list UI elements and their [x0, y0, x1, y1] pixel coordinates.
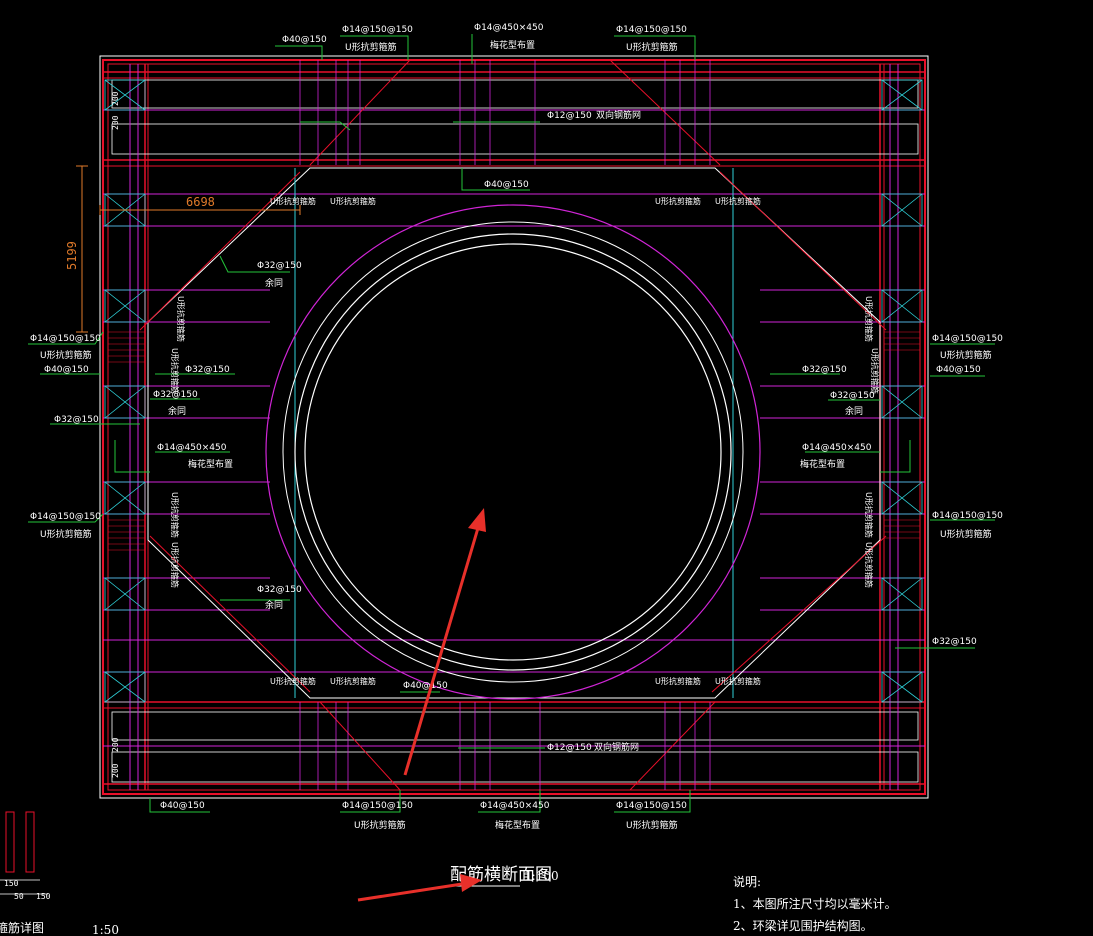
label-ushear-top-right: U形抗剪箍筋: [626, 41, 678, 53]
label-bar40-bottom-left: Φ40@150: [160, 801, 205, 811]
labels-bottom: U形抗剪箍筋 U形抗剪箍筋 Φ40@150 U形抗剪箍筋 U形抗剪箍筋 Φ12@…: [160, 676, 761, 831]
dim-6698: 6698: [186, 195, 215, 209]
notes-line1: 1、本图所注尺寸均以毫米计。: [733, 896, 897, 911]
label-bar40-top-left: Φ40@150: [282, 35, 327, 45]
label-ustirrup-left-v4: U形抗剪箍筋: [170, 542, 180, 588]
label-ushear-top-left: U形抗剪箍筋: [345, 41, 397, 53]
label-ustirrup-left-v1: U形抗剪箍筋: [176, 296, 186, 342]
leader-lines: [28, 34, 995, 813]
label-bar32-right-2: Φ32@150: [830, 391, 875, 401]
arrow-right-head: [460, 874, 482, 892]
label-bar40-right: Φ40@150: [936, 365, 981, 375]
label-bar14u-left-1: Φ14@150@150: [30, 334, 101, 344]
label-bar14plum-right: Φ14@450×450: [802, 443, 872, 453]
dim-200-top-1: 200: [111, 91, 120, 106]
labels-top: Φ40@150 Φ14@150@150 U形抗剪箍筋 Φ14@450×450 梅…: [270, 23, 761, 206]
dimension-text: 6698 5199 200 200 200 200: [65, 91, 215, 778]
label-same-left-2: 余同: [168, 405, 186, 417]
label-bar14plum-top: Φ14@450×450: [474, 23, 544, 33]
label-ustirrup-tr1: U形抗剪箍筋: [655, 196, 701, 206]
top-slab: [103, 71, 925, 167]
bottom-slab: [103, 701, 925, 785]
label-bar40-left: Φ40@150: [44, 365, 89, 375]
label-bar12-bottom: Φ12@150: [547, 743, 592, 753]
notes-line2: 2、环梁详见围护结构图。: [733, 918, 873, 933]
dim-5199: 5199: [65, 241, 79, 270]
label-bar14u-right-1: Φ14@150@150: [932, 334, 1003, 344]
side-bars: [129, 64, 899, 790]
label-ustirrup-right-v2: U形抗剪箍筋: [870, 348, 880, 394]
ring-beam: [265, 204, 761, 700]
labels-left: Φ32@150 余同 Φ14@150@150 U形抗剪箍筋 Φ40@150 Φ3…: [30, 261, 302, 611]
dim-200-bot-1: 200: [111, 737, 120, 752]
label-bar14u-left-2: Φ14@150@150: [30, 512, 101, 522]
label-ushear-bottom-right: U形抗剪箍筋: [626, 819, 678, 831]
dimension-lines: [76, 165, 301, 333]
label-ustirrup-right-v1: U形抗剪箍筋: [864, 296, 874, 342]
label-plum-top: 梅花型布置: [490, 39, 535, 51]
drawing-scale: 1:100: [524, 869, 559, 883]
notes-heading: 说明:: [733, 874, 761, 889]
label-ustirrup-right-v3: U形抗剪箍筋: [864, 492, 874, 538]
label-bar32-left-5: Φ32@150: [257, 585, 302, 595]
label-mesh-bottom: 双向钢筋网: [594, 741, 639, 753]
label-ushear-right-1: U形抗剪箍筋: [940, 349, 992, 361]
label-bar14u-right-2: Φ14@150@150: [932, 511, 1003, 521]
label-same-right: 余同: [845, 405, 863, 417]
detail-scale: 1:50: [92, 923, 119, 936]
label-ushear-bottom-left: U形抗剪箍筋: [354, 819, 406, 831]
label-ustirrup-tr2: U形抗剪箍筋: [715, 196, 761, 206]
label-same-left-1: 余同: [265, 277, 283, 289]
haunch-x-cells: [104, 79, 923, 703]
dim-150-left: 150: [4, 879, 19, 888]
label-plum-left: 梅花型布置: [188, 458, 233, 470]
label-bar14u-bottom-left: Φ14@150@150: [342, 801, 413, 811]
label-bar32-left-4: Φ32@150: [54, 415, 99, 425]
dim-150-right: 150: [36, 892, 51, 901]
label-bar40-top-mid: Φ40@150: [484, 180, 529, 190]
label-bar32-left-3: Φ32@150: [153, 390, 198, 400]
label-bar14u-bottom-right: Φ14@150@150: [616, 801, 687, 811]
label-same-left-3: 余同: [265, 599, 283, 611]
label-bar14u-top-left: Φ14@150@150: [342, 25, 413, 35]
side-stirrups: [108, 331, 920, 551]
label-ustirrup-left-v3: U形抗剪箍筋: [170, 492, 180, 538]
label-bar14u-top-right: Φ14@150@150: [616, 25, 687, 35]
label-bar40-bottom-mid: Φ40@150: [403, 681, 448, 691]
label-ustirrup-br1: U形抗剪箍筋: [655, 676, 701, 686]
label-bar32-right-1: Φ32@150: [802, 365, 847, 375]
annotation-arrows: [357, 508, 486, 902]
label-plum-right: 梅花型布置: [800, 458, 845, 470]
label-mesh-top: 双向钢筋网: [596, 109, 641, 121]
slab-stirrups: [299, 60, 711, 790]
label-ushear-right-2: U形抗剪箍筋: [940, 528, 992, 540]
label-ustirrup-tm: U形抗剪箍筋: [330, 196, 376, 206]
arrow-up-head: [468, 508, 486, 532]
dim-50: 50: [14, 892, 24, 901]
dim-200-top-2: 200: [111, 115, 120, 130]
label-bar32-left-1: Φ32@150: [257, 261, 302, 271]
labels-right: Φ14@150@150 U形抗剪箍筋 Φ40@150 Φ32@150 Φ32@1…: [800, 296, 1003, 647]
label-bar32-left-2: Φ32@150: [185, 365, 230, 375]
label-ustirrup-br2: U形抗剪箍筋: [715, 676, 761, 686]
label-bar12-top: Φ12@150: [547, 111, 592, 121]
notes: 说明: 1、本图所注尺寸均以毫米计。 2、环梁详见围护结构图。: [733, 874, 897, 933]
detail-title: 箍筋详图: [0, 920, 44, 935]
label-bar14plum-bottom: Φ14@450×450: [480, 801, 550, 811]
stirrup-detail: 150 50 150 箍筋详图 1:50: [0, 811, 119, 936]
label-ustirrup-right-v4: U形抗剪箍筋: [864, 542, 874, 588]
label-ushear-left-2: U形抗剪箍筋: [40, 528, 92, 540]
label-bar32-right-3: Φ32@150: [932, 637, 977, 647]
label-ushear-left-1: U形抗剪箍筋: [40, 349, 92, 361]
label-ustirrup-bl1: U形抗剪箍筋: [270, 676, 316, 686]
dim-200-bot-2: 200: [111, 763, 120, 778]
label-ustirrup-left-v2: U形抗剪箍筋: [170, 348, 180, 394]
label-ustirrup-bl2: U形抗剪箍筋: [330, 676, 376, 686]
label-bar14plum-left: Φ14@450×450: [157, 443, 227, 453]
label-ustirrup-tl: U形抗剪箍筋: [270, 196, 316, 206]
label-plum-bottom: 梅花型布置: [495, 819, 540, 831]
